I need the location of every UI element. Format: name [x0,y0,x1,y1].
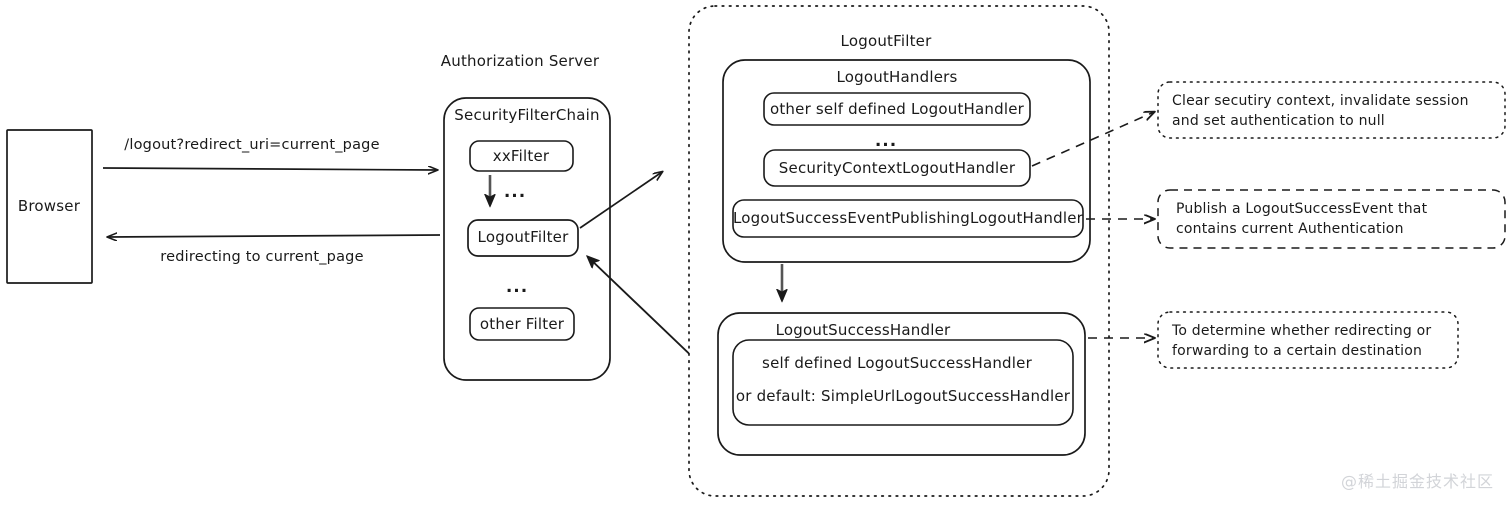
filter-item-logoutfilter[interactable]: LogoutFilter [477,228,569,246]
filter-ellipsis-top: ... [503,182,527,202]
success-handler-line-default: or default: SimpleUrlLogoutSuccessHandle… [735,387,1071,405]
handler-item-other-self-defined[interactable]: other self defined LogoutHandler [769,100,1025,118]
note-box-security-context [1157,81,1506,139]
filter-ellipsis-bottom: ... [505,277,529,297]
note-security-context-line2: and set authentication to null [1172,113,1385,130]
other-logout-handler-box [763,92,1031,126]
note-success-event: Publish a LogoutSuccessEvent that contai… [1176,199,1506,240]
security-filter-chain-title: SecurityFilterChain [454,106,600,124]
note-connector-security-context [1031,112,1154,167]
authorization-server-title: Authorization Server [440,52,600,70]
note-success-handler-line1: To determine whether redirecting or [1172,323,1432,339]
note-success-handler-line2: forwarding to a certain destination [1172,343,1423,360]
note-success-handler: To determine whether redirecting or forw… [1172,321,1462,362]
handler-ellipsis: ... [874,131,898,151]
handler-item-security-context[interactable]: SecurityContextLogoutHandler [778,159,1016,177]
filter-item-otherfilter[interactable]: other Filter [479,315,565,333]
request-arrow [102,168,437,170]
logout-success-event-handler-box [732,199,1084,238]
note-security-context-line1: Clear secutiry context, invalidate sessi… [1172,93,1469,109]
other-filter-box [469,307,575,341]
logout-success-handler-inner-box [732,339,1074,426]
watermark: @稀土掘金技术社区 [1340,472,1494,491]
browser-box [6,129,93,284]
expand-arrow-down [588,257,703,367]
handler-item-success-event-publishing[interactable]: LogoutSuccessEventPublishingLogoutHandle… [733,209,1083,227]
browser-label: Browser [17,197,81,215]
note-box-success-event [1157,189,1506,249]
expand-arrow-up [579,172,662,229]
logout-filter-detail-title: LogoutFilter [840,32,932,50]
note-success-event-line2: contains current Authentication [1176,221,1404,238]
logout-handlers-title: LogoutHandlers [836,68,958,86]
note-success-event-line1: Publish a LogoutSuccessEvent that [1176,201,1428,217]
security-context-logout-handler-box [763,149,1031,187]
logout-filter-box [467,219,579,257]
logout-success-handler-title: LogoutSuccessHandler [775,321,951,339]
request-label: /logout?redirect_uri=current_page [124,137,380,153]
note-box-success-handler [1157,311,1459,369]
note-security-context: Clear secutiry context, invalidate sessi… [1172,91,1502,132]
success-handler-line-self-defined: self defined LogoutSuccessHandler [762,354,1032,372]
xx-filter-box [469,140,574,172]
response-label: redirecting to current_page [160,249,364,265]
filter-item-xxfilter[interactable]: xxFilter [492,147,550,165]
response-arrow [108,235,441,237]
